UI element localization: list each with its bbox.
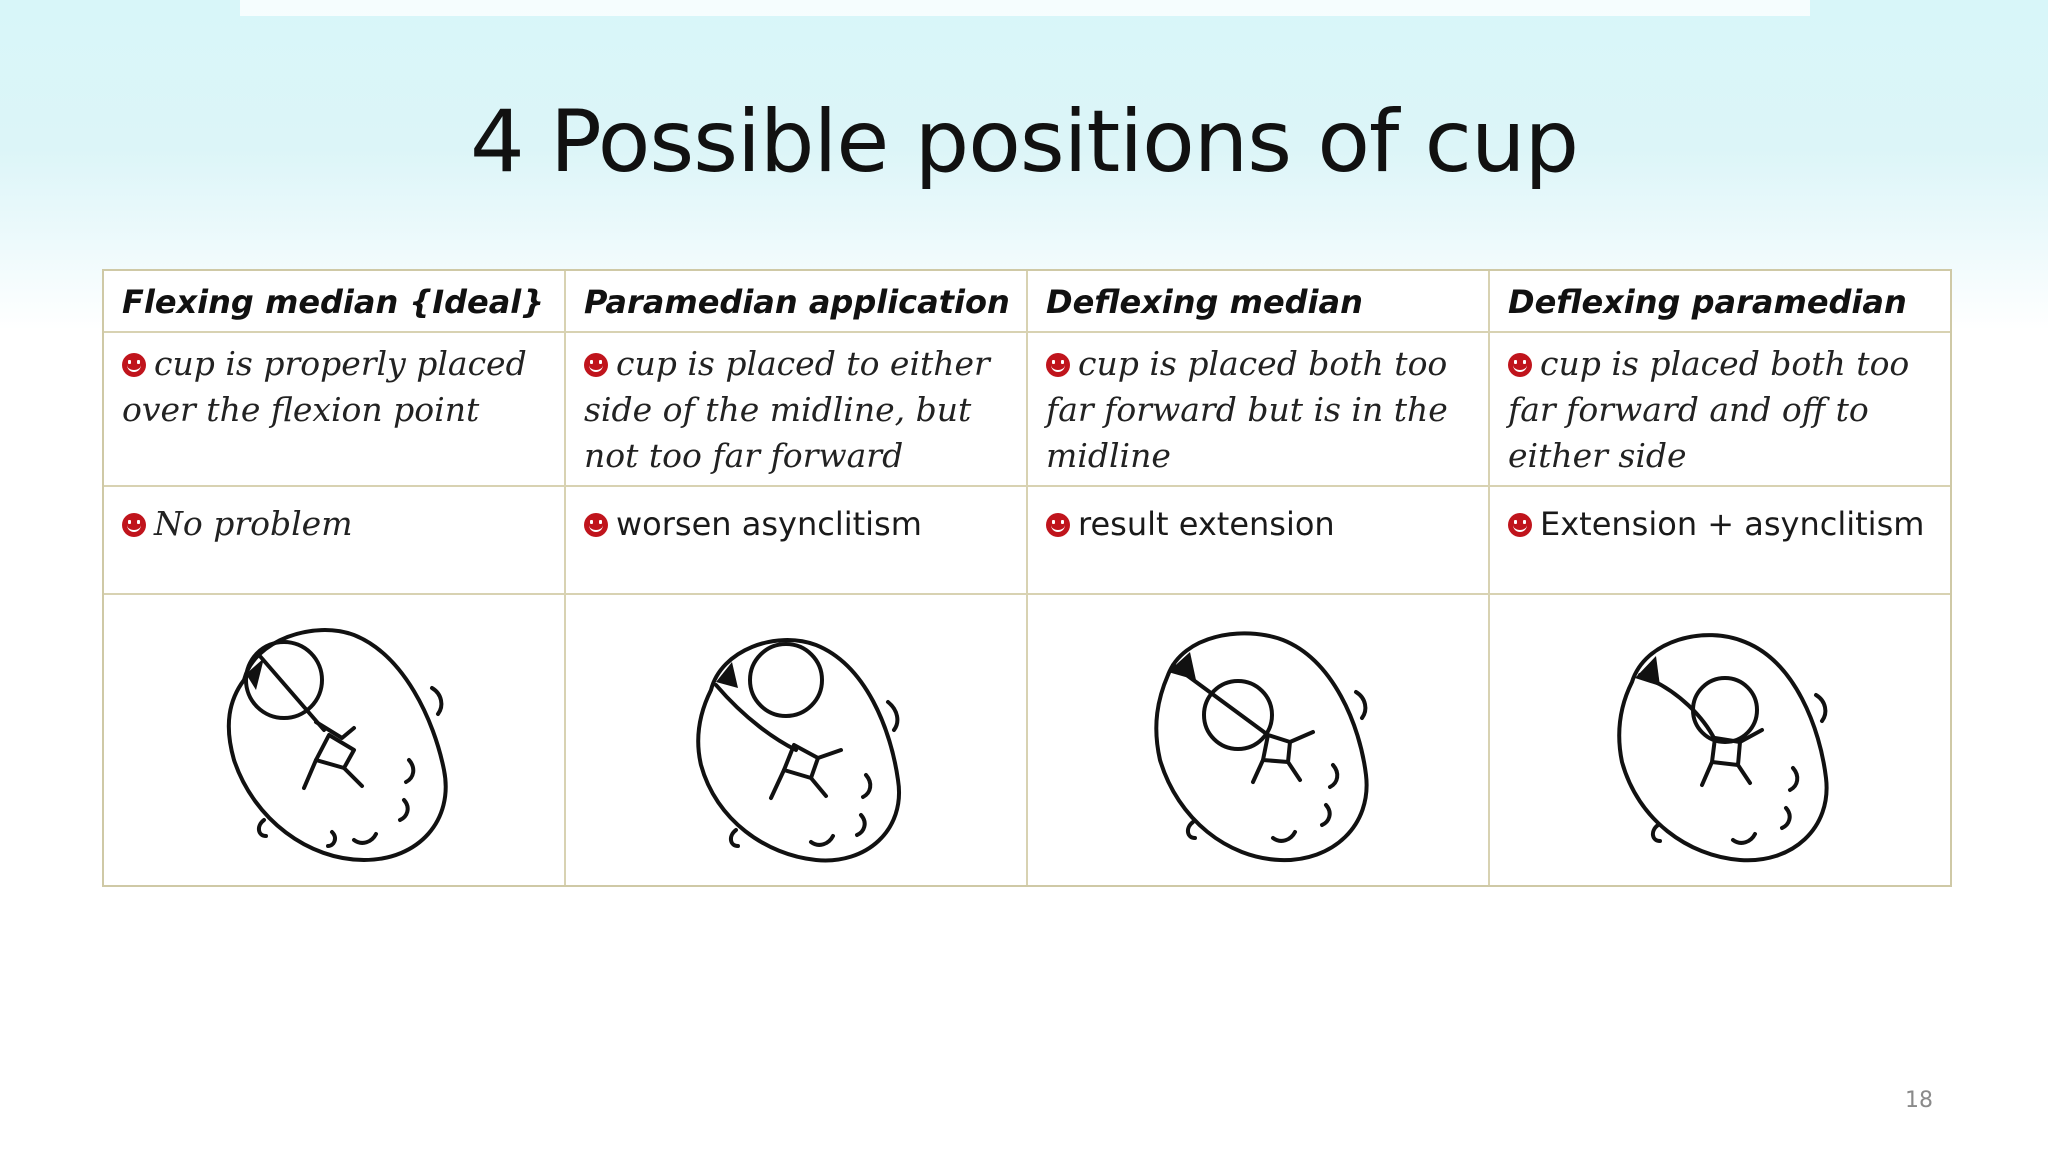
slide-top-band [240,0,1810,16]
description-flexing-median: cup is properly placed over the flexion … [104,333,566,487]
result-text: worsen asynclitism [616,505,922,543]
cup-positions-table: Flexing median {Ideal} Paramedian applic… [102,269,1952,887]
illustration-deflexing-paramedian [1490,595,1950,885]
result-text: Extension + asynclitism [1540,505,1925,543]
description-text: cup is placed both too far forward but i… [1046,344,1448,475]
description-deflexing-median: cup is placed both too far forward but i… [1028,333,1490,487]
illustration-flexing-median [104,595,566,885]
fetal-head-diagram-icon [1617,633,1829,863]
description-text: cup is placed both too far forward and o… [1508,344,1910,475]
smiley-bullet-icon [122,353,146,377]
fetal-head-diagram-icon [1154,631,1369,863]
result-deflexing-paramedian: Extension + asynclitism [1490,487,1950,595]
smiley-bullet-icon [1508,513,1532,537]
table-header-deflexing-paramedian: Deflexing paramedian [1490,271,1950,333]
smiley-bullet-icon [122,513,146,537]
description-text: cup is placed to either side of the midl… [584,344,990,475]
slide-title: 4 Possible positions of cup [469,92,1579,192]
smiley-bullet-icon [584,513,608,537]
result-text: No problem [154,504,353,543]
page-number: 18 [1905,1088,1933,1113]
illustration-paramedian [566,595,1028,885]
result-text: result extension [1078,505,1335,543]
result-deflexing-median: result extension [1028,487,1490,595]
description-text: cup is properly placed over the flexion … [122,344,527,429]
illustration-deflexing-median [1028,595,1490,885]
smiley-bullet-icon [1046,353,1070,377]
description-deflexing-paramedian: cup is placed both too far forward and o… [1490,333,1950,487]
fetal-head-diagram-icon [696,638,902,863]
table-header-deflexing-median: Deflexing median [1028,271,1490,333]
result-flexing-median: No problem [104,487,566,595]
smiley-bullet-icon [1508,353,1532,377]
table-header-paramedian: Paramedian application [566,271,1028,333]
result-paramedian: worsen asynclitism [566,487,1028,595]
smiley-bullet-icon [584,353,608,377]
smiley-bullet-icon [1046,513,1070,537]
description-paramedian: cup is placed to either side of the midl… [566,333,1028,487]
fetal-head-diagram-icon [226,628,448,862]
table-header-flexing-median: Flexing median {Ideal} [104,271,566,333]
